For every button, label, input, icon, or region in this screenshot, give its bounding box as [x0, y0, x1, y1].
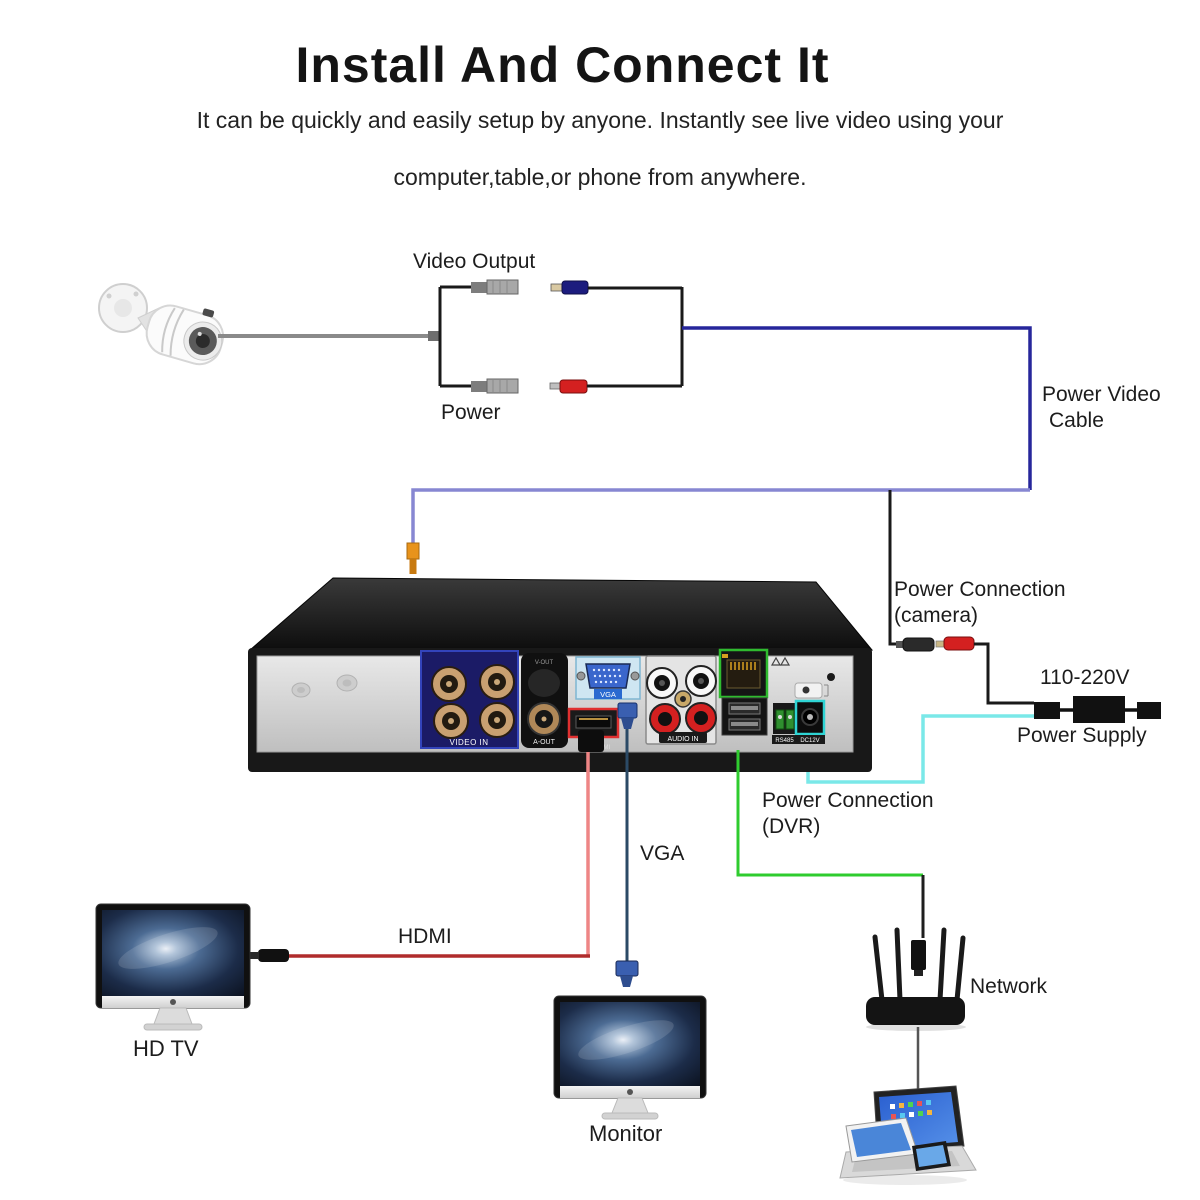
- network-label: Network: [970, 975, 1048, 998]
- page-title: Install And Connect It: [295, 37, 830, 93]
- camera-power-connection: [888, 490, 1034, 705]
- dvr-ethernet-port: [718, 648, 769, 699]
- power-connection-camera-line1: Power Connection: [894, 578, 1066, 601]
- vga-plug-connected: [617, 702, 638, 729]
- video-in-tag: VIDEO IN: [449, 738, 488, 747]
- bnc-port: [433, 703, 469, 739]
- laptop-devices-icon: [839, 1085, 977, 1185]
- router-icon: [866, 927, 966, 1031]
- hd-tv-icon: [95, 903, 251, 1031]
- cert-marks: [770, 656, 791, 666]
- bnc-port: [479, 702, 515, 738]
- dvr-rs485-port: RS485: [772, 703, 797, 744]
- rs485-tag: RS485: [775, 738, 794, 744]
- dc12v-tag: DC12V: [800, 738, 819, 744]
- security-camera-icon: [98, 283, 225, 366]
- bnc-port: [479, 664, 515, 700]
- power-video-cable-return: [411, 488, 1030, 545]
- audio-in-tag: AUDIO IN: [667, 736, 698, 743]
- power-video-cable-label: Power Video Cable: [1042, 382, 1161, 434]
- vga-cable-label: VGA: [640, 842, 685, 865]
- video-output-label: Video Output: [413, 250, 536, 273]
- dvr-vga-port: VGA: [575, 656, 641, 700]
- power-supply-icon: [1034, 696, 1161, 723]
- bnc-male-connector-video: [550, 280, 589, 295]
- vga-cable: [615, 729, 639, 987]
- hdmi-cable: [250, 752, 590, 962]
- monitor-label: Monitor: [589, 1121, 663, 1146]
- subtitle-line-1: It can be quickly and easily setup by an…: [196, 107, 1004, 133]
- voltage-label: 110-220V: [1040, 666, 1130, 689]
- panel-screw: [827, 673, 835, 681]
- power-video-cable-blue: [682, 326, 1032, 490]
- power-supply-label: Power Supply: [1017, 724, 1147, 747]
- dvr-usb-ports: [721, 697, 768, 736]
- orange-bnc-plug: [406, 542, 420, 574]
- dvr-audio-out-port: V-OUT A-OUT: [521, 653, 568, 748]
- subtitle-line-2: computer,table,or phone from anywhere.: [393, 164, 807, 190]
- power-video-cable-label-line2: Cable: [1049, 409, 1104, 432]
- power-female-connector: [471, 378, 519, 394]
- power-connection-camera-label: Power Connection (camera): [894, 577, 1066, 629]
- hd-tv-label: HD TV: [133, 1036, 199, 1061]
- power-video-cable-label-line1: Power Video: [1042, 383, 1161, 406]
- power-male-connector: [549, 379, 588, 394]
- dvr-hdmi-port: HDMI: [567, 707, 620, 752]
- power-connection-camera-line2: (camera): [894, 604, 979, 627]
- ethernet-plug: [911, 940, 926, 970]
- monitor-icon: [553, 995, 707, 1120]
- vga-port-tag: VGA: [600, 690, 616, 699]
- dvr-device: VIDEO IN V-OUT A-OUT: [248, 577, 874, 772]
- a-out-tag: A-OUT: [533, 739, 556, 746]
- power-connection-dvr-label: Power Connection (DVR): [762, 788, 934, 840]
- v-out-tag: V-OUT: [535, 660, 554, 666]
- bnc-port: [431, 666, 467, 702]
- power-label: Power: [441, 401, 501, 424]
- power-connection-dvr-line1: Power Connection: [762, 789, 934, 812]
- bnc-female-connector-video: [471, 279, 519, 295]
- dvr-aux-port: [794, 682, 829, 699]
- dvr-dc-power-port: DC12V: [794, 699, 826, 744]
- dvr-video-in-ports: VIDEO IN: [420, 650, 519, 749]
- network-cable: [736, 750, 925, 938]
- hdmi-cable-label: HDMI: [398, 925, 452, 948]
- power-connection-dvr-line2: (DVR): [762, 815, 821, 838]
- dvr-audio-in-ports: AUDIO IN: [645, 655, 717, 745]
- camera-pigtail-cable: [218, 279, 684, 394]
